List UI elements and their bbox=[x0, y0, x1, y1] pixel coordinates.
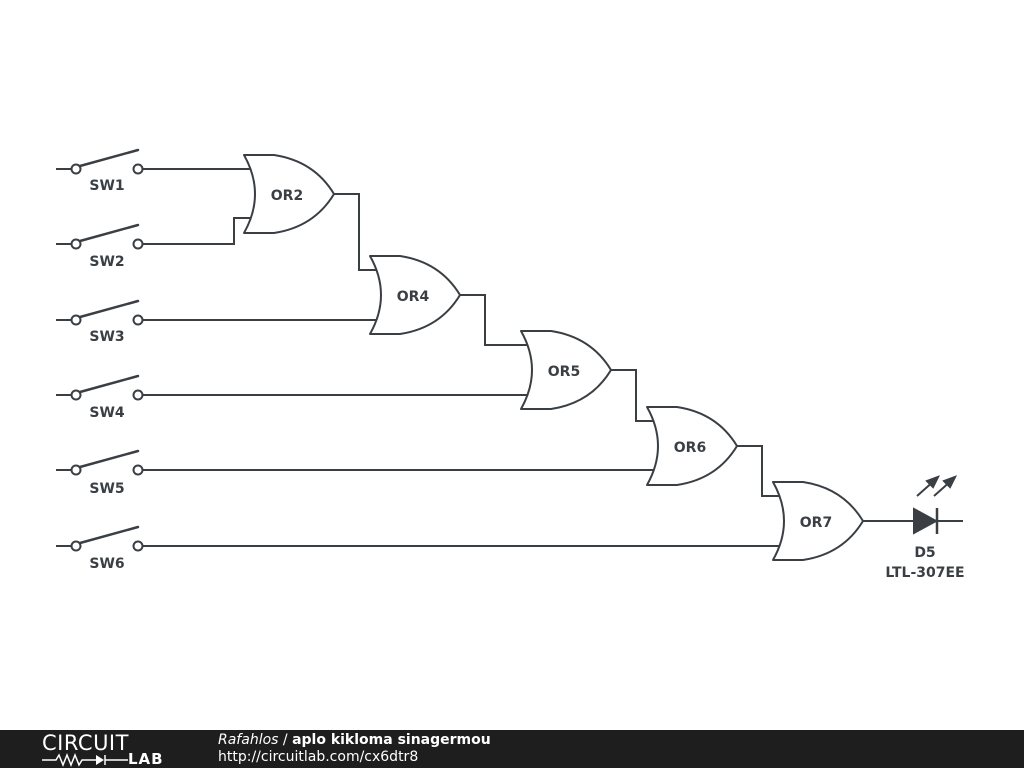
or-gate-or2: OR2 bbox=[243, 154, 335, 234]
switch-sw5-label: SW5 bbox=[89, 481, 124, 497]
circuitlab-logo: CIRCUIT LAB bbox=[42, 732, 182, 768]
resistor-diode-icon bbox=[42, 753, 128, 767]
led-designator: D5 bbox=[914, 545, 935, 561]
switch-sw1: SW1 bbox=[70, 148, 144, 194]
footer-bar: CIRCUIT LAB Rafahlos / aplo kikloma sina… bbox=[0, 730, 1024, 768]
switch-sw6: SW6 bbox=[70, 525, 144, 572]
wire-or5-or6 bbox=[611, 369, 655, 422]
logo-text-circuit: CIRCUIT bbox=[42, 731, 129, 755]
circuit-byline: Rafahlos / aplo kikloma sinagermou bbox=[218, 732, 491, 749]
or-gate-or5-label: OR5 bbox=[548, 364, 580, 380]
switch-sw4: SW4 bbox=[70, 374, 144, 421]
switch-sw2-label: SW2 bbox=[89, 254, 124, 270]
wire-or4-or5 bbox=[460, 294, 529, 346]
or-gate-or6: OR6 bbox=[646, 406, 738, 486]
switch-sw1-label: SW1 bbox=[89, 178, 124, 194]
or-gate-or4: OR4 bbox=[369, 255, 461, 335]
circuit-schematic: SW1 SW2 SW3 SW4 SW5 SW6 OR2 OR4 OR5 bbox=[56, 148, 965, 581]
switch-sw3: SW3 bbox=[70, 299, 144, 345]
or-gate-or5: OR5 bbox=[520, 330, 612, 410]
or-gate-or4-label: OR4 bbox=[397, 289, 430, 305]
author-link[interactable]: Rafahlos bbox=[218, 732, 279, 748]
or-gate-or2-label: OR2 bbox=[271, 188, 303, 204]
switch-sw5: SW5 bbox=[70, 449, 144, 497]
switch-sw6-label: SW6 bbox=[89, 556, 124, 572]
wire-or6-or7 bbox=[737, 445, 781, 497]
switch-sw4-label: SW4 bbox=[89, 405, 125, 421]
led-triangle-icon bbox=[913, 507, 939, 535]
switch-sw3-label: SW3 bbox=[89, 329, 124, 345]
or-gate-or6-label: OR6 bbox=[674, 440, 706, 456]
circuit-url[interactable]: http://circuitlab.com/cx6dtr8 bbox=[218, 749, 419, 765]
or-gate-or7: OR7 bbox=[772, 481, 864, 561]
byline-separator: / bbox=[278, 732, 293, 748]
led-d5: D5 LTL-307EE bbox=[885, 475, 965, 581]
led-part-number: LTL-307EE bbox=[885, 565, 964, 581]
light-emission-arrows-icon bbox=[916, 475, 958, 497]
wires bbox=[56, 168, 963, 547]
or-gate-or7-label: OR7 bbox=[800, 515, 832, 531]
circuit-meta: Rafahlos / aplo kikloma sinagermou http:… bbox=[218, 732, 491, 766]
wire-or2-or4 bbox=[334, 193, 378, 271]
logo-text-lab: LAB bbox=[128, 750, 164, 768]
circuit-title: aplo kikloma sinagermou bbox=[292, 732, 491, 748]
switch-sw2: SW2 bbox=[70, 223, 144, 270]
